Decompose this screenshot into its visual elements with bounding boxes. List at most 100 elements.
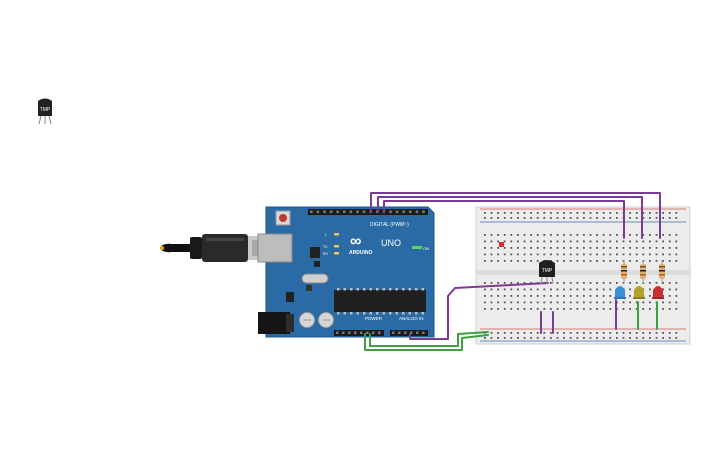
chip-pin [337,312,340,315]
resistor-icon[interactable] [621,260,627,284]
breadboard-hole [497,240,499,243]
temperature-sensor-icon[interactable]: TMP [539,260,555,285]
selected-hole-marker [499,242,504,247]
breadboard-hole [517,217,519,219]
breadboard-hole [655,234,658,236]
atmega-chip [334,290,426,312]
led-icon[interactable] [633,286,645,299]
breadboard-hole [550,240,552,243]
breadboard-hole [609,212,612,214]
breadboard-hole [596,247,598,249]
breadboard-hole [629,301,631,304]
chip-pin [421,312,424,315]
breadboard-hole [629,240,631,243]
breadboard-hole [655,217,658,219]
breadboard-hole [602,253,605,256]
breadboard-hole [668,234,671,236]
breadboard-hole [629,282,631,284]
breadboard[interactable] [475,206,691,345]
chip-pin [376,312,379,315]
breadboard-hole [556,247,559,249]
breadboard-hole [649,337,651,339]
wires[interactable] [364,192,661,351]
breadboard-hole [563,212,565,214]
breadboard-hole [583,212,585,214]
breadboard-hole [655,240,658,243]
breadboard-hole [662,253,664,256]
breadboard-hole [556,253,559,256]
wire-purple[interactable] [383,200,625,239]
palette-temperature-sensor[interactable]: TMP [38,98,52,125]
breadboard-hole [550,247,552,249]
chip-pin [337,288,340,291]
breadboard-hole [596,234,598,236]
breadboard-hole [675,332,678,334]
breadboard-hole [556,337,559,339]
breadboard-hole [530,217,532,219]
breadboard-hole [675,301,678,304]
leds[interactable] [614,286,664,299]
breadboard-hole [543,295,546,297]
breadboard-hole [530,212,532,214]
breadboard-hole [569,288,572,291]
led-icon[interactable] [652,286,664,299]
breadboard-hole [655,253,658,256]
breadboard-hole [576,260,579,262]
breadboard-hole [635,247,638,249]
breadboard-hole [503,234,506,236]
breadboard-hole [484,337,486,339]
palette-sensor-label: TMP [40,107,51,113]
breadboard-hole [668,240,671,243]
resistor-icon[interactable] [640,260,646,284]
header-pin [422,331,425,334]
breadboard-hole [662,301,664,304]
breadboard-hole [543,253,546,256]
resistor-icon[interactable] [659,260,665,284]
wire-purple[interactable] [409,282,549,340]
breadboard-hole [576,282,579,284]
chip-pin [382,288,385,291]
breadboard-hole [629,288,631,291]
breadboard-hole [662,234,664,236]
arduino-uno-board[interactable]: DIGITAL (PWM~) ∞ UNO ARDUINO L TX RX ON … [257,206,435,338]
breadboard-hole [662,217,664,219]
header-pin [316,210,320,214]
breadboard-hole [589,217,592,219]
led-icon[interactable] [614,286,626,299]
breadboard-hole [484,308,486,310]
breadboard-hole [655,247,658,249]
breadboard-hole [649,234,651,236]
breadboard-hole [668,260,671,262]
breadboard-hole [662,288,664,291]
breadboard-hole [484,260,486,262]
breadboard-hole [635,253,638,256]
breadboard-hole [635,234,638,236]
breadboard-hole [589,240,592,243]
breadboard-hole [596,212,598,214]
wire-purple[interactable] [370,192,661,239]
chip-pin [356,312,359,315]
breadboard-hole [596,337,598,339]
breadboard-hole [563,247,565,249]
breadboard-hole [510,253,513,256]
wire-green[interactable] [369,331,489,347]
breadboard-hole [649,240,651,243]
chip-pin [389,288,392,291]
header-pin [342,331,345,334]
breadboard-hole [616,260,618,262]
resistors[interactable] [621,260,665,284]
breadboard-hole [629,308,631,310]
breadboard-hole [569,295,572,297]
breadboard-hole [530,234,532,236]
breadboard-hole [536,253,539,256]
breadboard-hole [675,234,678,236]
wire-purple[interactable] [377,196,643,239]
chip-pin [363,312,366,315]
breadboard-hole [602,240,605,243]
wire-green[interactable] [364,333,489,351]
breadboard-hole [609,282,612,284]
breadboard-hole [497,288,499,291]
led-rx-label: RX [323,252,329,256]
breadboard-hole [589,288,592,291]
